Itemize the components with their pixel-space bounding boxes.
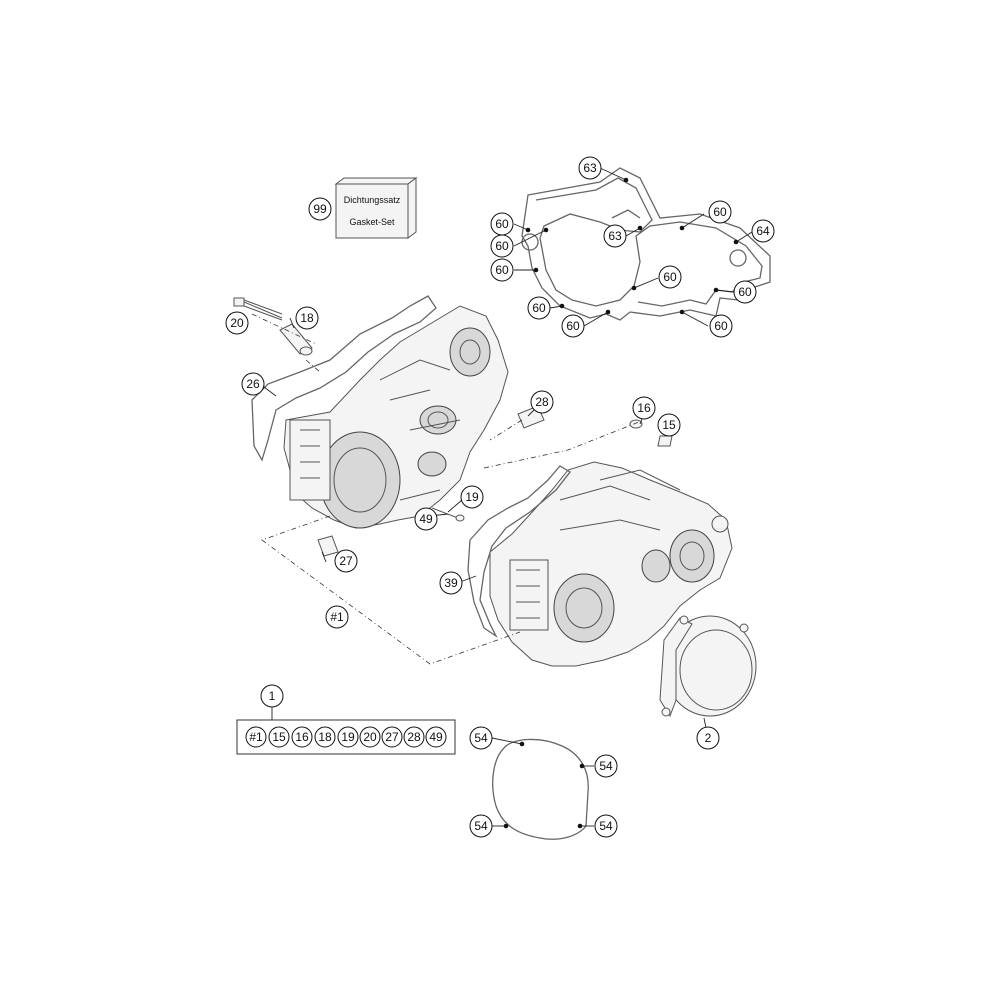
small-parts (233, 297, 673, 557)
svg-text:20: 20 (230, 316, 244, 330)
kit-list-item-20: 20 (359, 726, 381, 748)
callout-60-h: 60 (733, 280, 757, 304)
svg-text:26: 26 (246, 377, 260, 391)
callout-39: 39 (439, 571, 463, 595)
crankcase-half-left (283, 305, 509, 529)
crankcase-gasket-left (251, 295, 437, 462)
svg-text:60: 60 (738, 285, 752, 299)
kit-list-item-16: 16 (291, 726, 313, 748)
kit-list-item-assembly-1: #1 (245, 726, 267, 748)
svg-text:60: 60 (713, 205, 727, 219)
ignition-cover (659, 615, 757, 718)
svg-text:39: 39 (444, 576, 458, 590)
callout-60-e: 60 (561, 314, 585, 338)
svg-text:19: 19 (465, 490, 479, 504)
callout-1: 1 (260, 684, 284, 708)
callout-60-f: 60 (708, 200, 732, 224)
svg-text:54: 54 (599, 819, 613, 833)
callout-26: 26 (241, 372, 265, 396)
callout-54-b: 54 (594, 754, 618, 778)
callout-54-c: 54 (469, 814, 493, 838)
svg-text:49: 49 (429, 730, 443, 744)
svg-text:54: 54 (474, 819, 488, 833)
kit-list-item-15: 15 (268, 726, 290, 748)
svg-text:15: 15 (272, 730, 286, 744)
callout-19: 19 (460, 485, 484, 509)
ignition-cover-gasket (492, 738, 589, 840)
svg-text:15: 15 (662, 418, 676, 432)
svg-text:60: 60 (495, 217, 509, 231)
svg-text:64: 64 (756, 224, 770, 238)
svg-text:63: 63 (608, 229, 622, 243)
callout-63-top: 63 (578, 156, 602, 180)
callout-63-mid: 63 (603, 224, 627, 248)
svg-text:1: 1 (269, 689, 276, 703)
svg-text:16: 16 (295, 730, 309, 744)
gasket-kit-label-en: Gasket-Set (349, 217, 395, 227)
callout-28: 28 (530, 390, 554, 414)
callout-60-d: 60 (527, 296, 551, 320)
svg-text:28: 28 (535, 395, 549, 409)
svg-text:60: 60 (714, 319, 728, 333)
crankcase-gasket-right (467, 465, 571, 638)
callout-60-a: 60 (490, 212, 514, 236)
svg-text:27: 27 (385, 730, 399, 744)
callout-64: 64 (751, 219, 775, 243)
assembly-lines (251, 313, 645, 665)
svg-text:60: 60 (495, 263, 509, 277)
svg-text:19: 19 (341, 730, 355, 744)
kit-list-item-28: 28 (403, 726, 425, 748)
gasket-kit-label-de: Dichtungssatz (344, 195, 401, 205)
svg-text:60: 60 (566, 319, 580, 333)
svg-text:16: 16 (637, 401, 651, 415)
svg-text:60: 60 (532, 301, 546, 315)
crankcase-half-right (489, 461, 733, 667)
svg-text:27: 27 (339, 554, 353, 568)
callout-60-g: 60 (658, 265, 682, 289)
gasket-kit-box: Dichtungssatz Gasket-Set (334, 177, 418, 239)
callout-assembly-1: #1 (325, 605, 349, 629)
clutch-cover-gasket (521, 167, 771, 321)
svg-text:18: 18 (300, 311, 314, 325)
callout-49: 49 (414, 507, 438, 531)
svg-text:60: 60 (663, 270, 677, 284)
callout-60-c: 60 (490, 258, 514, 282)
svg-text:2: 2 (705, 731, 712, 745)
svg-text:54: 54 (474, 731, 488, 745)
callout-54-d: 54 (594, 814, 618, 838)
callout-16: 16 (632, 396, 656, 420)
callout-15: 15 (657, 413, 681, 437)
callout-18: 18 (295, 306, 319, 330)
callout-20: 20 (225, 311, 249, 335)
svg-text:18: 18 (318, 730, 332, 744)
svg-text:99: 99 (313, 202, 327, 216)
kit-list-item-49: 49 (425, 726, 447, 748)
callout-99: 99 (308, 197, 332, 221)
kit-list-item-18: 18 (314, 726, 336, 748)
callout-27: 27 (334, 549, 358, 573)
kit-list-item-19: 19 (337, 726, 359, 748)
svg-text:#1: #1 (249, 730, 263, 744)
svg-text:28: 28 (407, 730, 421, 744)
callout-2: 2 (696, 726, 720, 750)
svg-text:63: 63 (583, 161, 597, 175)
svg-text:20: 20 (363, 730, 377, 744)
svg-text:54: 54 (599, 759, 613, 773)
kit-list-item-27: 27 (381, 726, 403, 748)
callout-54-a: 54 (469, 726, 493, 750)
callout-60-b: 60 (490, 234, 514, 258)
svg-text:#1: #1 (330, 610, 344, 624)
callout-60-i: 60 (709, 314, 733, 338)
svg-text:60: 60 (495, 239, 509, 253)
svg-text:49: 49 (419, 512, 433, 526)
